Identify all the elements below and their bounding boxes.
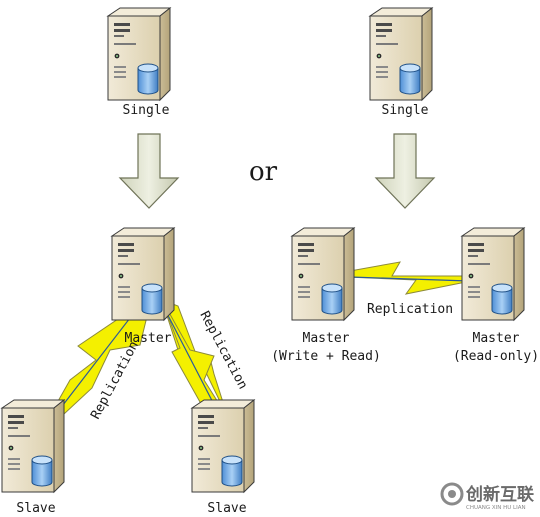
replication-label-horizontal: Replication [367,302,453,317]
watermark-sub: CHUANG XIN HU LIAN [466,505,526,511]
master-server-a-icon [291,227,355,321]
slave-server-right-icon [191,399,255,493]
down-arrow-left-icon [119,133,179,209]
single-server-left-icon [107,7,171,101]
down-arrow-right-icon [375,133,435,209]
master-server-b-icon [461,227,525,321]
watermark-logo: 创新互联 CHUANG XIN HU LIAN [440,482,534,511]
master-a-label: Master [303,331,350,346]
master-b-label: Master [473,331,520,346]
or-separator: or [249,157,278,187]
single-server-right-icon [369,7,433,101]
slave-server-left-icon [1,399,65,493]
master-a-sublabel: (Write + Read) [271,349,381,364]
master-server-left-icon [111,227,175,321]
slave-label-right: Slave [207,501,246,516]
slave-label-left: Slave [16,501,55,516]
master-label-left: Master [125,331,172,346]
master-b-sublabel: (Read-only) [453,349,539,364]
replication-line-right [157,295,223,421]
single-label-left: Single [123,103,170,118]
watermark-brand: 创新互联 [465,484,534,505]
single-label-right: Single [382,103,429,118]
